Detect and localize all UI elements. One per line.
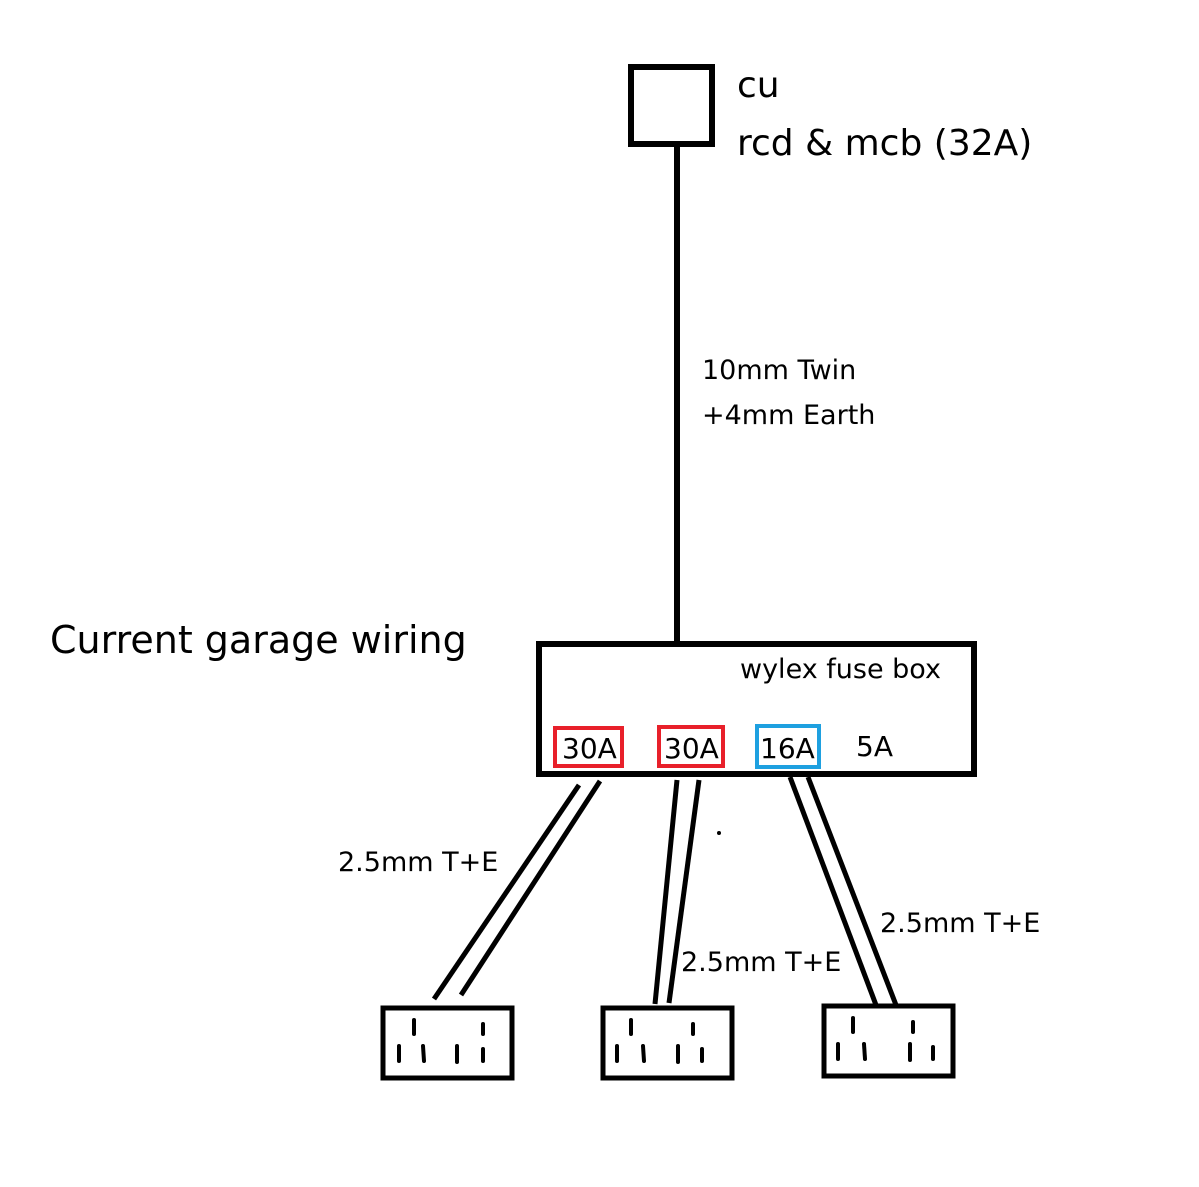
stray-dot (717, 831, 721, 835)
circuit-1-cable-label: 2.5mm T+E (338, 847, 498, 878)
socket-2 (600, 1005, 735, 1081)
fuse-outline (657, 725, 725, 768)
fuse-box (536, 641, 977, 777)
circuit-cable-3 (787, 776, 899, 1006)
socket-pins (615, 1018, 704, 1064)
fuse-5a: 5A (856, 730, 893, 763)
socket-3 (821, 1003, 956, 1079)
socket-outline (600, 1005, 735, 1081)
fuse-16a: 16A (755, 724, 821, 769)
socket-1 (380, 1005, 515, 1081)
supply-cable-label-line1: 10mm Twin (702, 355, 856, 386)
fuse-outline (553, 726, 624, 768)
consumer-unit-box (628, 64, 715, 147)
socket-pins (836, 1016, 935, 1062)
socket-outline (821, 1003, 956, 1079)
fuse-rating: 16A (760, 732, 815, 765)
fuse-rating: 30A (562, 732, 617, 765)
circuit-2-cable-label: 2.5mm T+E (681, 947, 841, 978)
consumer-unit-label: cu (737, 65, 780, 106)
fuse-outline (755, 724, 821, 769)
circuit-3-cable-label: 2.5mm T+E (880, 908, 1040, 939)
fuse-box-label: wylex fuse box (740, 654, 941, 685)
circuit-cable-1 (431, 779, 603, 1001)
fuse-rating: 5A (856, 730, 893, 763)
diagram-title: Current garage wiring (50, 618, 467, 662)
fuse-30a-1: 30A (553, 726, 624, 768)
consumer-unit-breaker-label: rcd & mcb (32A) (737, 123, 1032, 164)
supply-cable-label-line2: +4mm Earth (702, 400, 875, 431)
socket-pins (397, 1018, 485, 1064)
fuse-30a-2: 30A (657, 725, 725, 768)
circuit-cable-2 (652, 779, 702, 1005)
socket-outline (380, 1005, 515, 1081)
fuse-rating: 30A (664, 732, 719, 765)
